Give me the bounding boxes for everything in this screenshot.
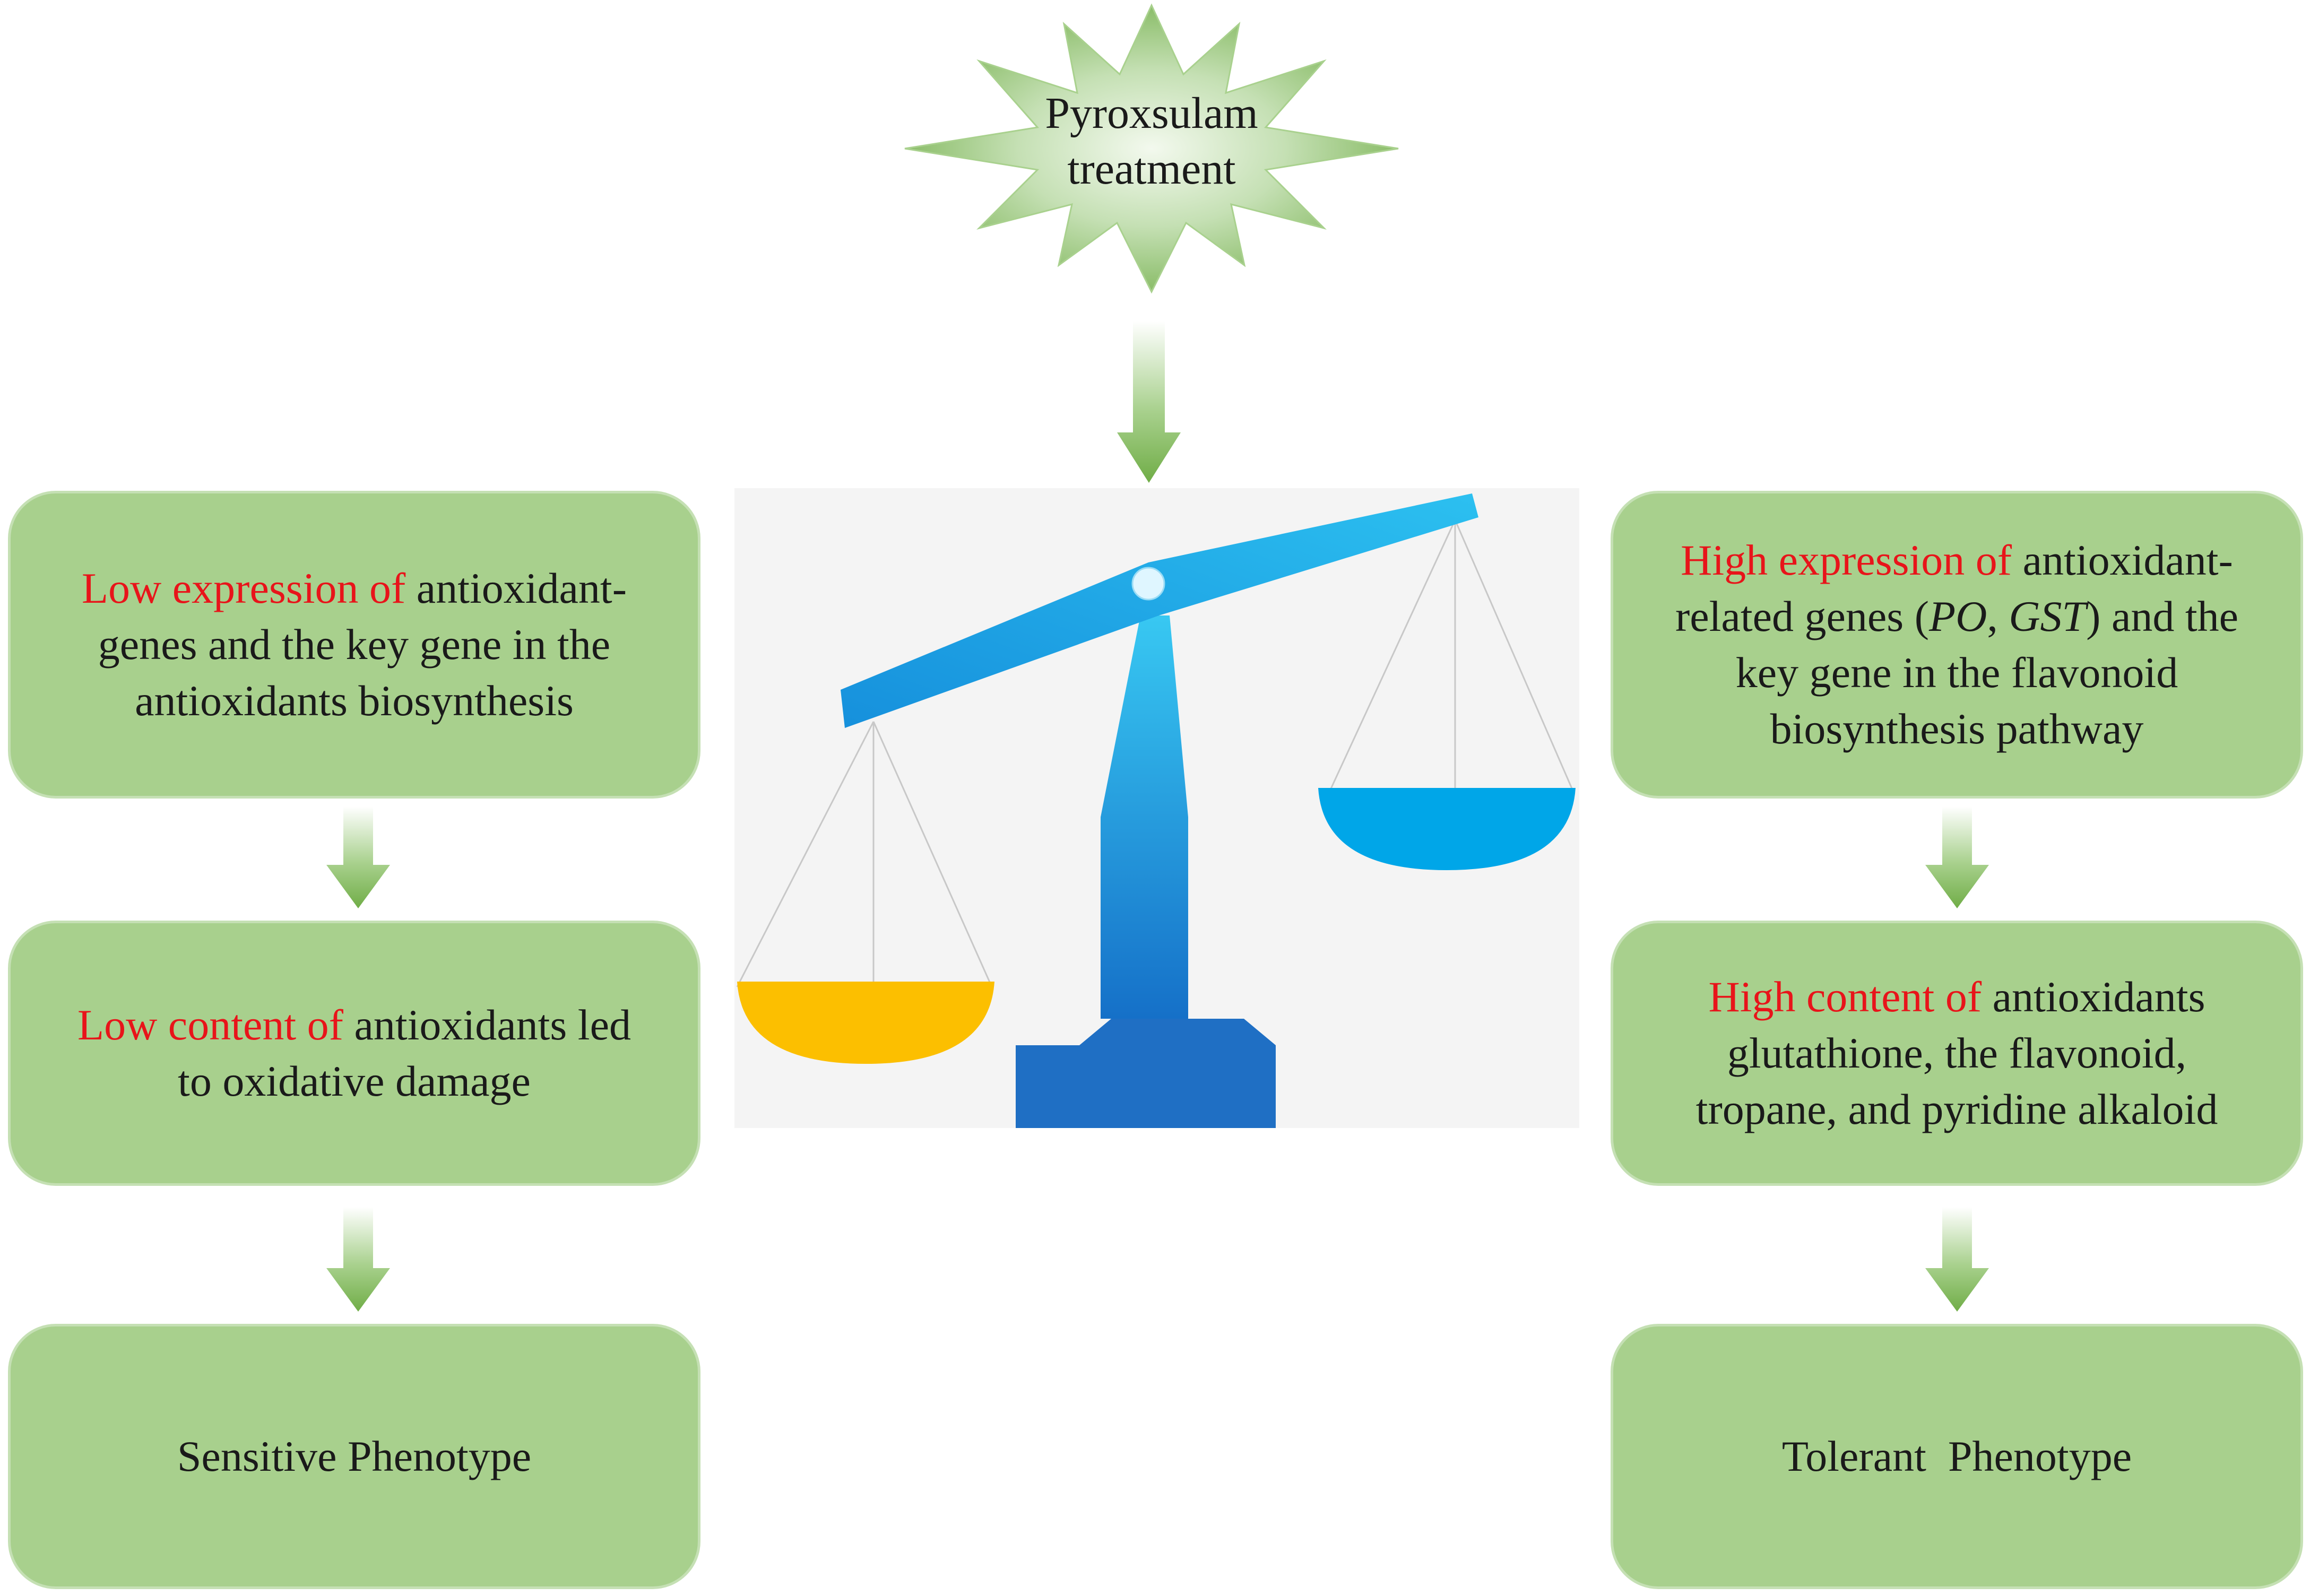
right-pan <box>1318 788 1576 870</box>
left-box2-line2: to oxidative damage <box>178 1057 531 1105</box>
balance-scale-illustration <box>734 488 1579 1128</box>
left-pan <box>737 982 994 1064</box>
scale-post <box>1101 615 1188 1019</box>
right-box2-line1: antioxidants <box>1982 973 2205 1021</box>
left-box2-highlight: Low content of <box>77 1001 343 1049</box>
down-arrow-icon <box>1925 806 1989 908</box>
left-box1-line3: antioxidants biosynthesis <box>135 676 574 725</box>
down-arrow-icon <box>326 806 390 908</box>
down-arrow-icon <box>1925 1207 1989 1312</box>
tolerant-phenotype-box: Tolerant Phenotype <box>1611 1324 2303 1589</box>
right-box1-line1: antioxidant- <box>2012 536 2233 584</box>
left-low-content-box: Low content of antioxidants led to oxida… <box>8 921 700 1186</box>
right-box2-line3: tropane, and pyridine alkaloid <box>1695 1085 2218 1133</box>
left-box1-line1: antioxidant- <box>405 564 627 612</box>
scale-pivot <box>1131 567 1165 601</box>
right-box1-line4: biosynthesis pathway <box>1770 705 2144 753</box>
down-arrow-icon <box>326 1207 390 1312</box>
trigger-line-1: Pyroxsulam <box>1045 89 1258 138</box>
tolerant-phenotype-label: Tolerant Phenotype <box>1781 1432 2132 1480</box>
trigger-line-2: treatment <box>1067 144 1236 194</box>
pyroxsulam-burst <box>904 3 1399 294</box>
scale-base <box>1016 1019 1276 1128</box>
right-box2-line2: glutathione, the flavonoid, <box>1727 1029 2187 1077</box>
right-box2-highlight: High content of <box>1708 973 1982 1021</box>
left-box1-highlight: Low expression of <box>81 564 406 612</box>
right-box1-line2e: ) and the <box>2086 592 2239 640</box>
right-high-expression-box: High expression of antioxidant- related … <box>1611 491 2303 799</box>
sensitive-phenotype-label: Sensitive Phenotype <box>177 1432 532 1480</box>
right-box1-line2c: , <box>1987 592 2009 640</box>
gene-po: PO <box>1929 592 1987 640</box>
right-box1-line3: key gene in the flavonoid <box>1735 648 2178 697</box>
left-box2-line1: antioxidants led <box>343 1001 631 1049</box>
left-box1-line2: genes and the key gene in the <box>98 620 611 669</box>
right-box1-line2a: related genes ( <box>1675 592 1930 640</box>
right-high-content-box: High content of antioxidants glutathione… <box>1611 921 2303 1186</box>
scale-beam <box>841 493 1478 728</box>
right-box1-highlight: High expression of <box>1681 536 2012 584</box>
down-arrow-icon <box>1117 321 1181 483</box>
left-low-expression-box: Low expression of antioxidant- genes and… <box>8 491 700 799</box>
sensitive-phenotype-box: Sensitive Phenotype <box>8 1324 700 1589</box>
gene-gst: GST <box>2009 592 2087 640</box>
